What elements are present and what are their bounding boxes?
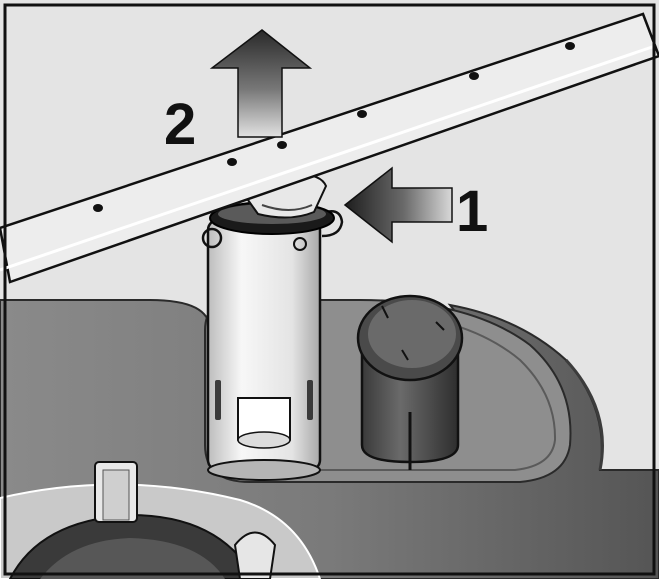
callout-1: 1	[456, 179, 488, 244]
callout-2: 2	[164, 92, 196, 157]
arrow-push-icon	[343, 166, 453, 244]
frame-border	[3, 3, 656, 576]
upper-spray-arm	[0, 12, 659, 284]
lower-spray-hub	[0, 461, 322, 580]
arrow-lift-icon	[209, 29, 313, 138]
filter-tube	[201, 210, 344, 481]
rinse-aid-cup	[356, 294, 464, 470]
